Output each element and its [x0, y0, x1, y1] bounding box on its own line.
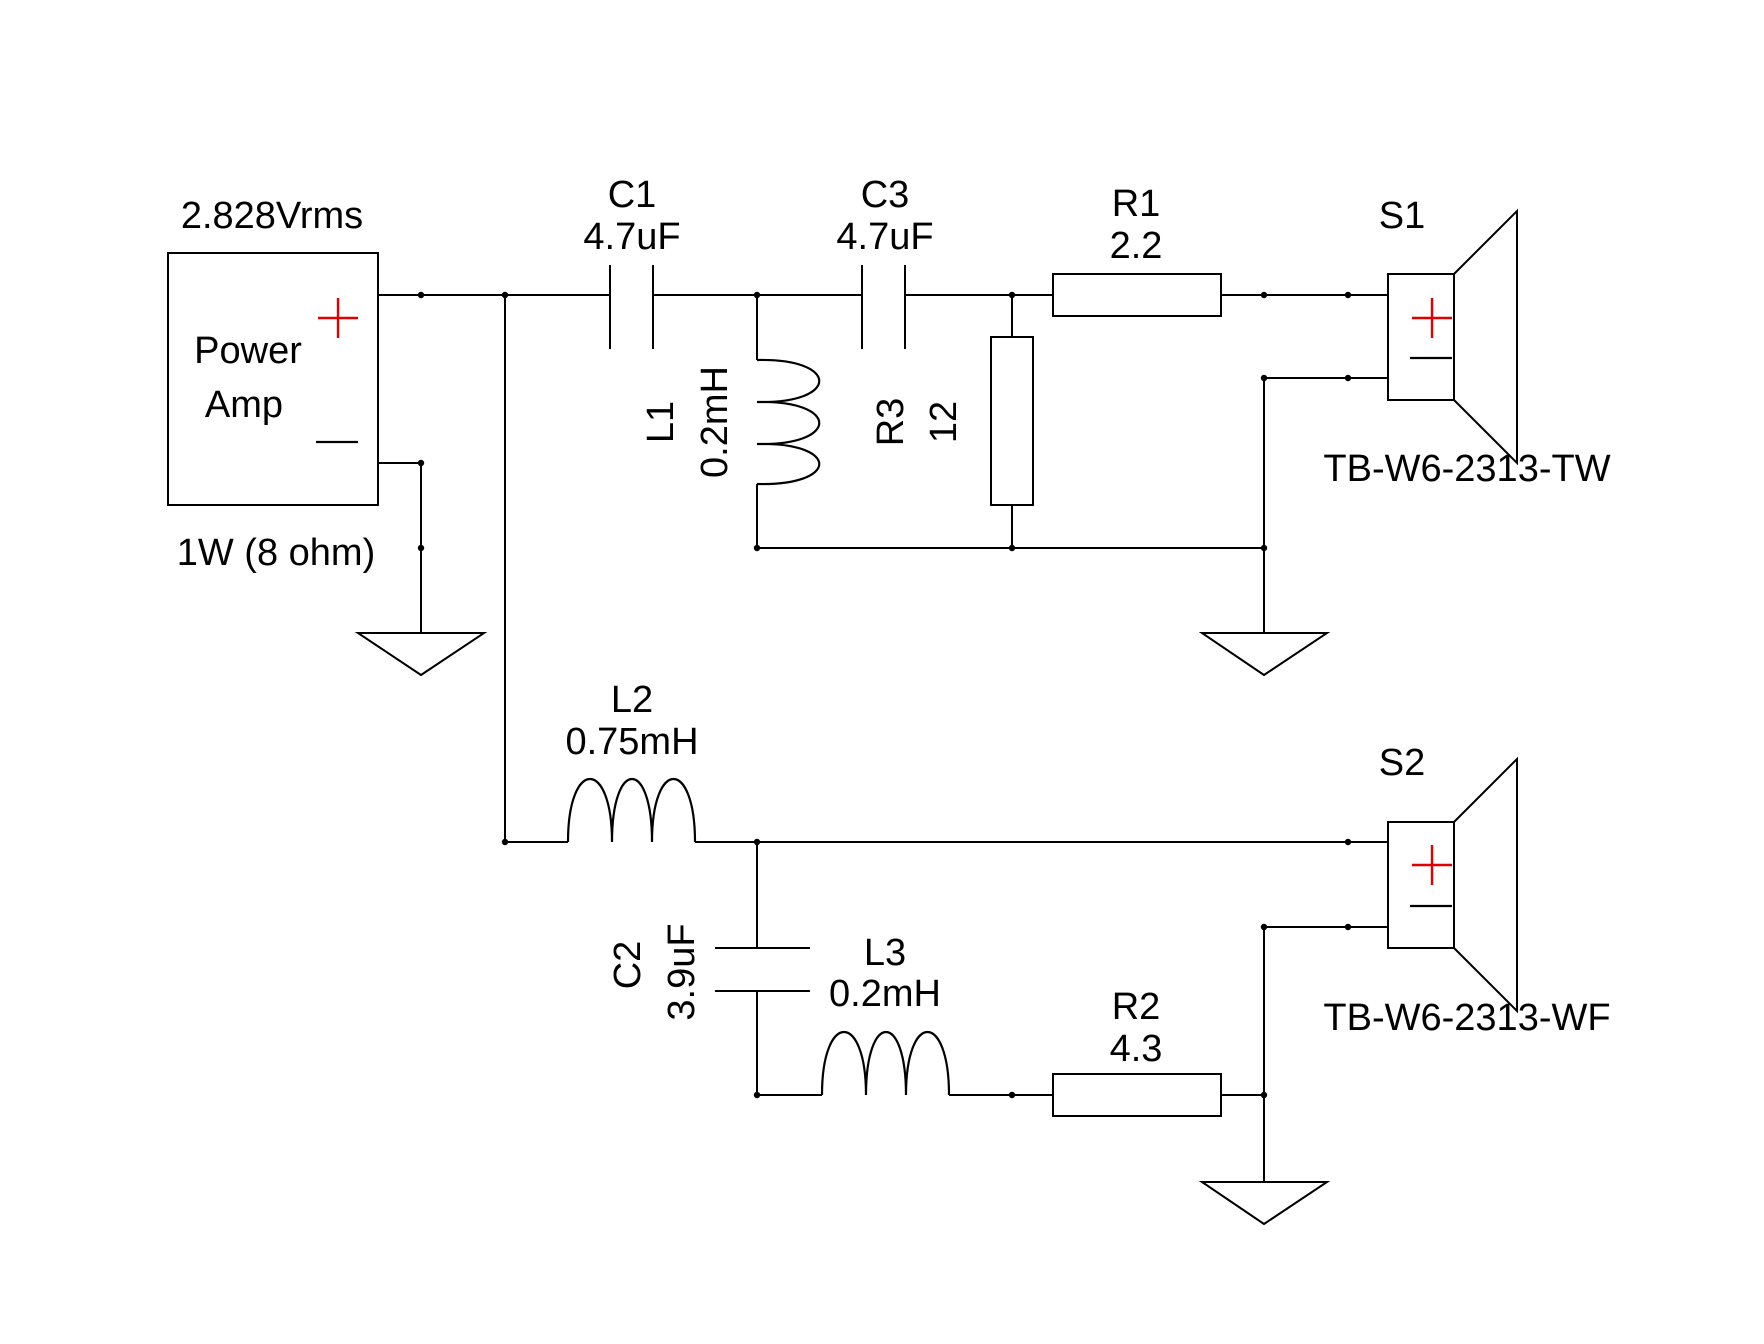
junction-dot: [753, 1091, 761, 1099]
source-voltage-label: 2.828Vrms: [181, 195, 363, 237]
junction-dot: [753, 291, 761, 299]
s2-ref-label: S2: [1379, 742, 1425, 784]
s2-model-label: TB-W6-2313-WF: [1323, 997, 1610, 1039]
c1-ref-label: C1: [608, 174, 657, 216]
junction-dot: [753, 838, 761, 846]
r1-value-label: 2.2: [1110, 225, 1163, 267]
power-amp: [167, 252, 379, 506]
inductor-l2-icon: [566, 778, 697, 843]
inductor-l3-icon: [820, 1031, 951, 1096]
capacitor-c2-icon: [715, 947, 810, 992]
resistor-r3: [990, 336, 1034, 506]
junction-dot: [1260, 1091, 1268, 1099]
junction-dot: [1008, 544, 1016, 552]
s1-model-label: TB-W6-2313-TW: [1323, 448, 1610, 490]
wire-c2-to-l3: [756, 991, 822, 1096]
ground-amp-icon: [354, 632, 488, 677]
junction-dot: [1008, 1091, 1016, 1099]
l2-value-label: 0.75mH: [565, 721, 698, 763]
r3-value-label: 12: [923, 401, 965, 443]
wire-amp-minus-ground: [378, 462, 422, 633]
inductor-l1-icon: [756, 358, 821, 486]
junction-dot: [1260, 923, 1268, 931]
c3-value-label: 4.7uF: [836, 216, 933, 258]
s1-plus-terminal-icon: [1412, 298, 1452, 338]
junctions: [417, 291, 1352, 1099]
junction-dot: [1344, 923, 1352, 931]
capacitor-c3-icon: [861, 265, 906, 349]
junction-dot: [1344, 291, 1352, 299]
junction-dot: [417, 291, 425, 299]
speaker-s1-cone-icon: [1453, 208, 1518, 466]
r2-value-label: 4.3: [1110, 1028, 1163, 1070]
speaker-s2-cone-icon: [1453, 756, 1518, 1014]
junction-dot: [1260, 544, 1268, 552]
junction-dot: [417, 459, 425, 467]
r3-ref-label: R3: [870, 398, 912, 447]
ground-woofer-icon: [1198, 1181, 1331, 1226]
l1-value-label: 0.2mH: [694, 366, 736, 478]
c2-value-label: 3.9uF: [661, 923, 703, 1020]
capacitor-c3: [861, 265, 906, 349]
capacitor-c2: [715, 947, 810, 992]
r1-ref-label: R1: [1112, 183, 1161, 225]
l2-ref-label: L2: [611, 679, 653, 721]
wires: [378, 294, 1388, 1182]
l3-ref-label: L3: [864, 932, 906, 974]
speaker-s2: [1387, 756, 1518, 1014]
wire-woofer-feed: [504, 295, 568, 843]
s1-ref-label: S1: [1379, 195, 1425, 237]
capacitor-c1-icon: [609, 265, 654, 349]
c1-value-label: 4.7uF: [583, 216, 680, 258]
speaker-s1: [1387, 208, 1518, 466]
junction-dot: [1344, 374, 1352, 382]
junction-dot: [1260, 374, 1268, 382]
speaker-s1-magnet: [1387, 273, 1455, 401]
junction-dot: [501, 291, 509, 299]
capacitor-c1: [609, 265, 654, 349]
junction-dot: [1260, 291, 1268, 299]
junction-dot: [1008, 291, 1016, 299]
speaker-s2-magnet: [1387, 821, 1455, 949]
junction-dot: [753, 544, 761, 552]
source-rating-label: 1W (8 ohm): [177, 532, 375, 574]
amp-plus-terminal-icon: [318, 298, 358, 338]
c3-ref-label: C3: [861, 174, 910, 216]
junction-dot: [501, 838, 509, 846]
source-name-line2: Amp: [205, 384, 283, 426]
r2-ref-label: R2: [1112, 986, 1161, 1028]
ground-tweeter-icon: [1198, 632, 1331, 677]
s2-plus-terminal-icon: [1412, 845, 1452, 885]
c2-ref-label: C2: [607, 941, 649, 990]
l3-value-label: 0.2mH: [829, 973, 941, 1015]
resistor-r2: [1052, 1073, 1222, 1117]
source-name-line1: Power: [194, 330, 302, 372]
resistor-r1: [1052, 273, 1222, 317]
l1-ref-label: L1: [640, 401, 682, 443]
junction-dot: [1344, 838, 1352, 846]
junction-dot: [417, 544, 425, 552]
power-amp-box: [167, 252, 379, 506]
